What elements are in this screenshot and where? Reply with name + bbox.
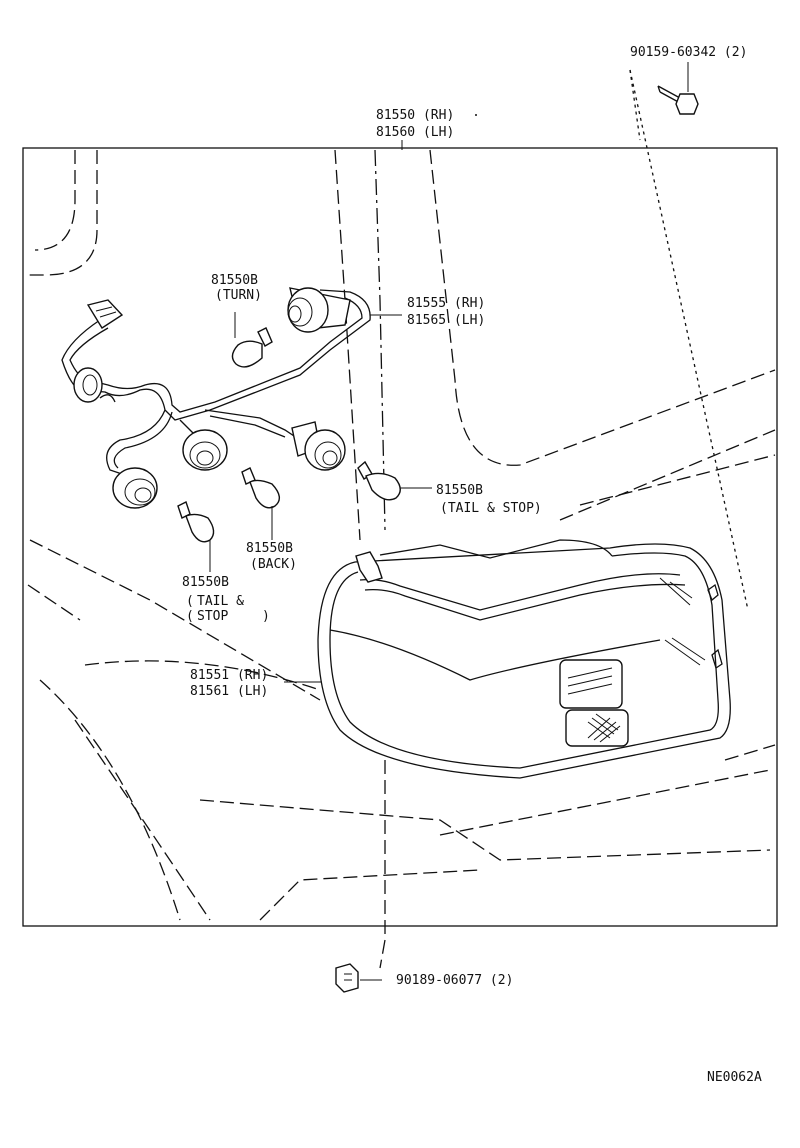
label-tail-stop-left-part: 81550B (182, 575, 229, 590)
socket-left (112, 467, 158, 509)
label-tail-stop-left-name1: TAIL & (197, 594, 244, 609)
label-screw-part: 90159-60342 (2) (630, 45, 747, 60)
label-tail-stop-left-name2: STOP (197, 609, 228, 624)
label-paren-open-bottom: ( (186, 609, 194, 624)
bulb-turn (231, 312, 273, 368)
bulb-tail-stop-left (177, 501, 215, 572)
label-tail-stop-right-name: (TAIL & STOP) (440, 501, 542, 516)
label-paren-open-top: ( (186, 594, 194, 609)
label-socket-rh: 81555 (RH) (407, 296, 485, 311)
diagram-frame (22, 147, 778, 927)
label-lamp-assy-rh: 81550 (RH) (376, 108, 454, 123)
label-paren-close: ) (262, 609, 270, 624)
screw-90159 (629, 62, 749, 611)
body-panel-lines (27, 149, 776, 921)
socket-right (291, 421, 346, 471)
label-socket-lh: 81565 (LH) (407, 313, 485, 328)
label-back-bulb-part: 81550B (246, 541, 293, 556)
label-back-bulb-name: (BACK) (250, 557, 297, 572)
nut-90189 (335, 760, 386, 993)
label-lamp-assy-lh: 81560 (LH) (376, 125, 454, 140)
bulb-back (241, 467, 280, 540)
wire-harness (61, 289, 371, 476)
socket-mid (182, 429, 228, 471)
label-nut-part: 90189-06077 (2) (396, 973, 513, 988)
bulb-tail-stop-right (357, 460, 432, 501)
label-tail-stop-right-part: 81550B (436, 483, 483, 498)
lamp-lens (317, 539, 731, 779)
label-turn-bulb-part: 81550B (211, 273, 258, 288)
label-lens-rh: 81551 (RH) (190, 668, 268, 683)
socket-top (287, 287, 351, 333)
label-diagram-code: NE0062A (707, 1070, 762, 1085)
label-lens-lh: 81561 (LH) (190, 684, 268, 699)
label-turn-bulb-name: (TURN) (215, 288, 262, 303)
